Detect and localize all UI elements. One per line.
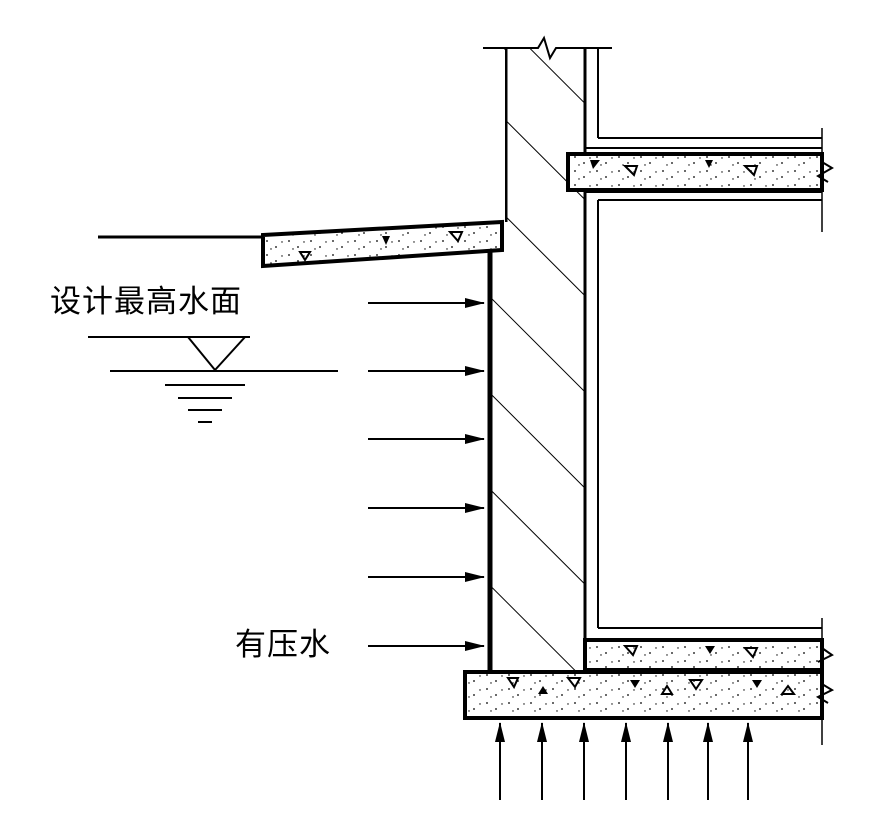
- upper-floor-slab: [566, 152, 834, 192]
- lateral-pressure-arrows: [368, 298, 485, 651]
- exterior-wall: [483, 35, 612, 670]
- apron-slab: [98, 219, 504, 269]
- pressurized-water-label: 有压水: [235, 627, 331, 663]
- water-level-marker-icon: [88, 336, 338, 423]
- uplift-pressure-arrows: [495, 722, 753, 800]
- wall-top-mask: [482, 50, 505, 222]
- lower-floor-slab: [583, 638, 834, 672]
- base-slab: [463, 670, 835, 720]
- design-water-level-label: 设计最高水面: [50, 284, 242, 320]
